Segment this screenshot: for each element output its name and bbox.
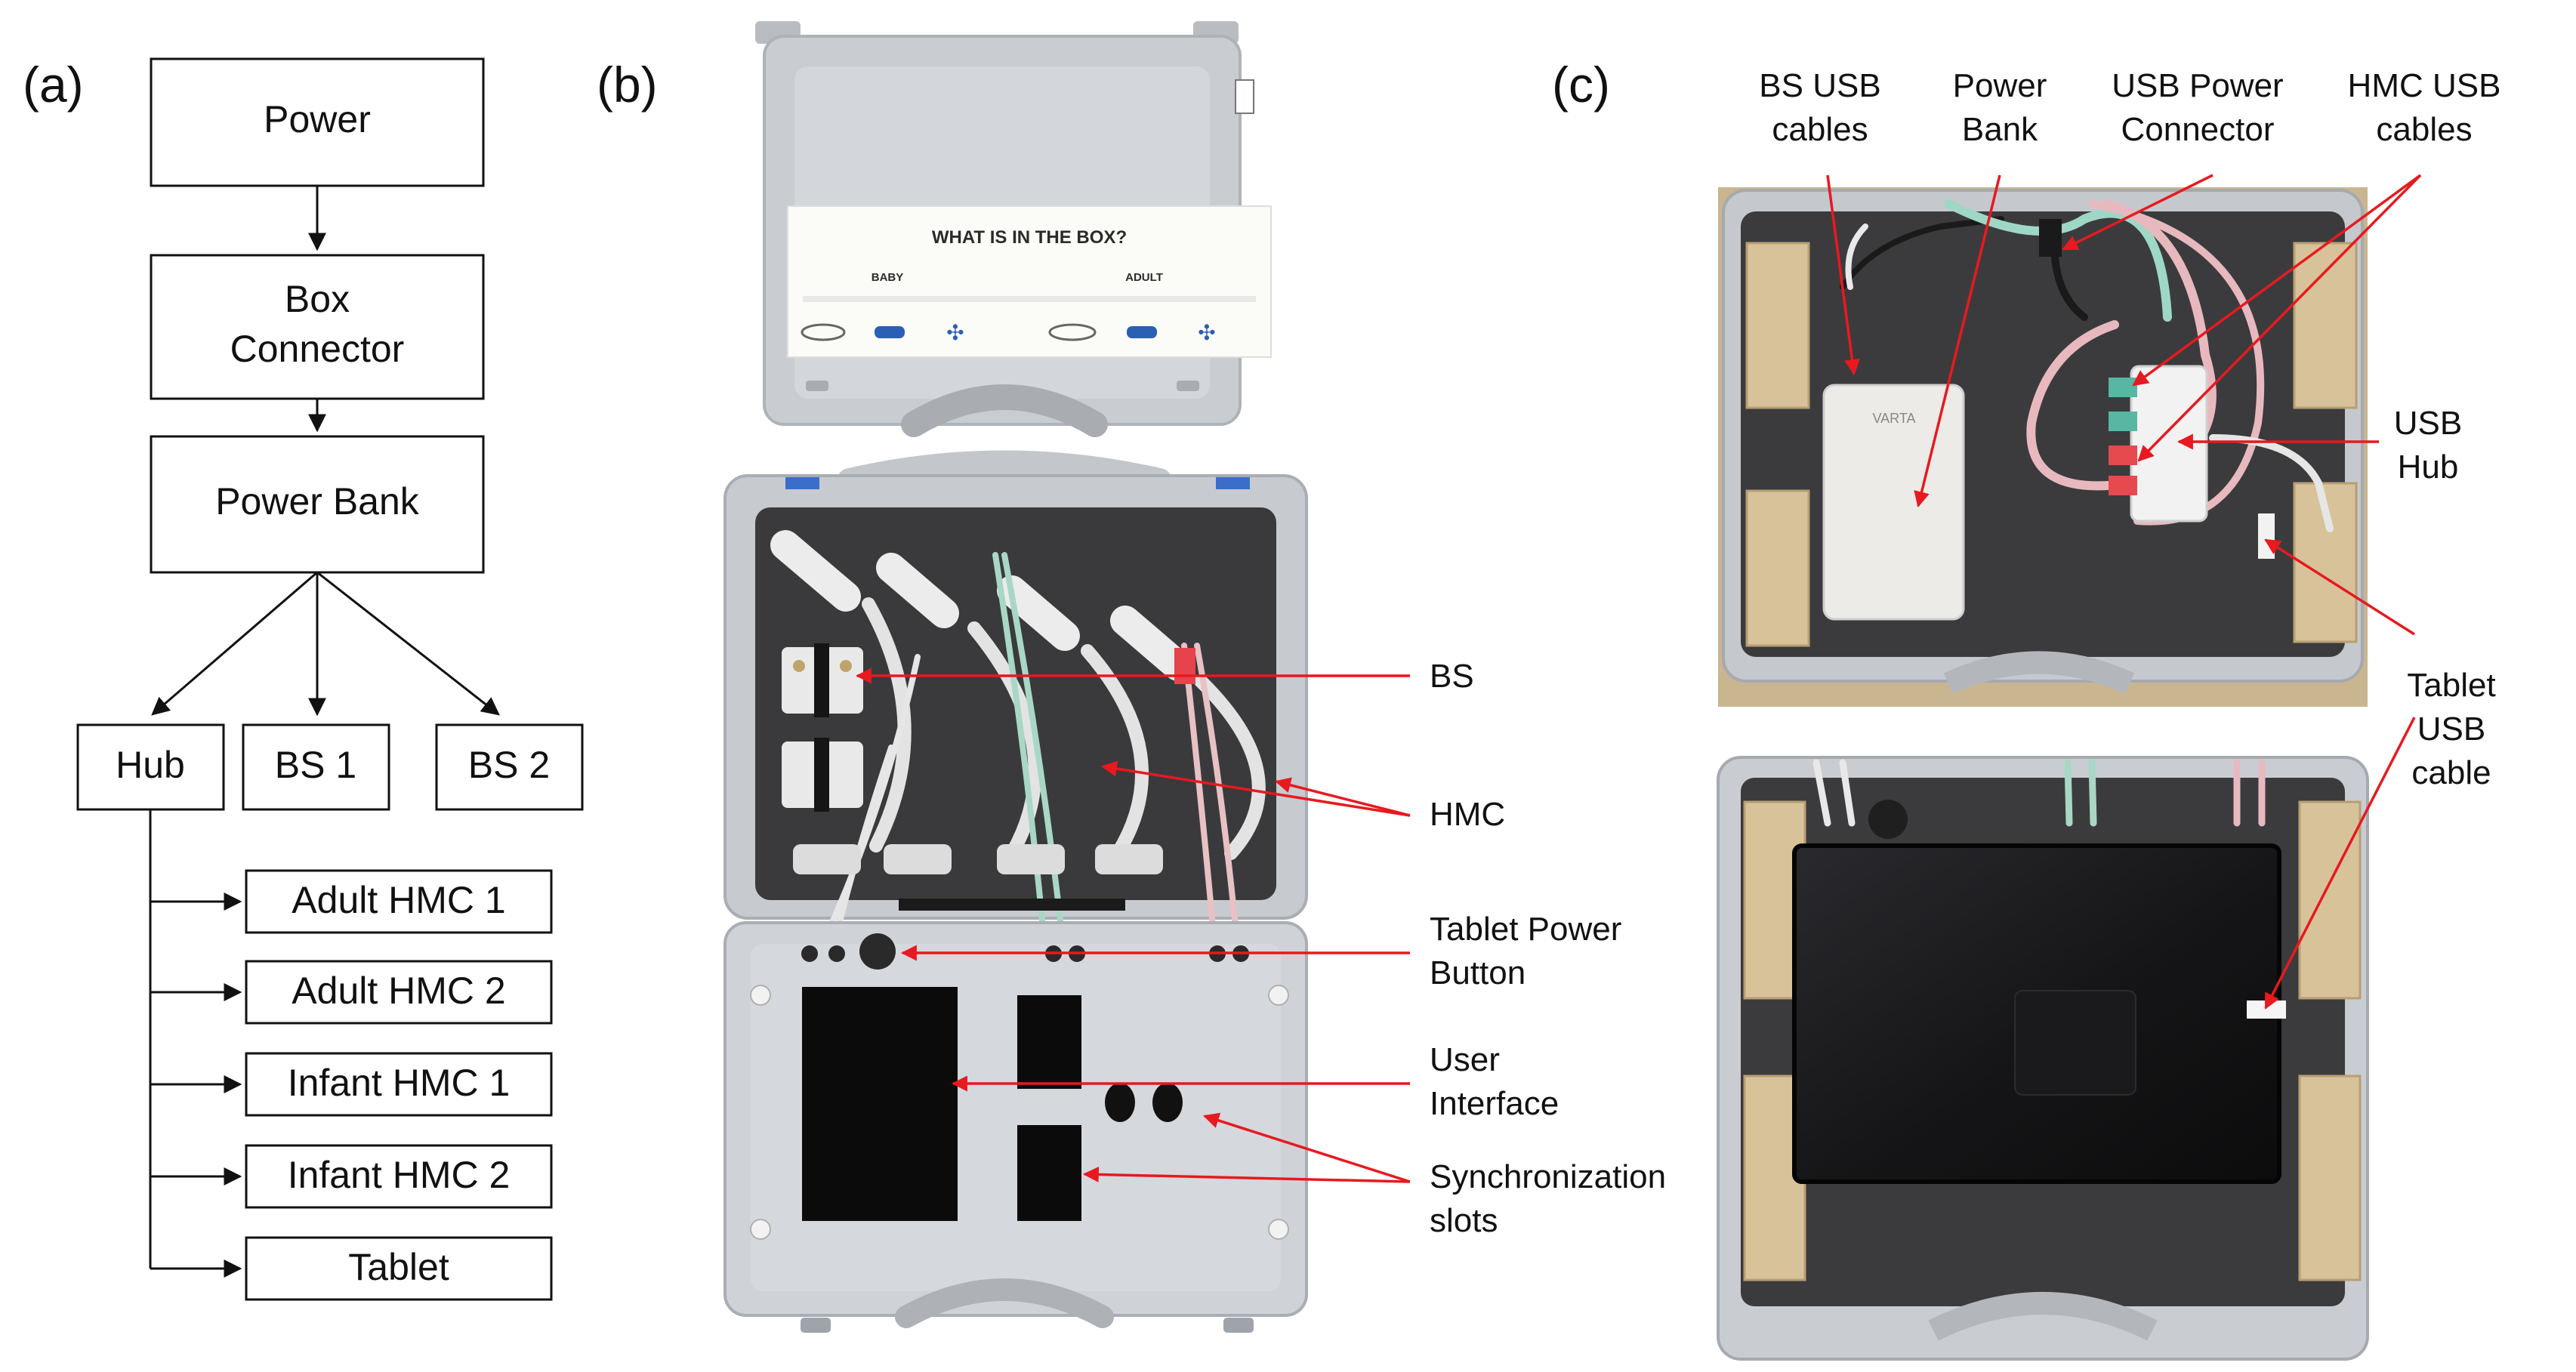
label-hmc: HMC (1430, 796, 1505, 833)
node-hub-label: Hub (116, 744, 185, 786)
node-power: Power (150, 57, 485, 187)
label-usb-hub-1: USB (2394, 405, 2462, 442)
edge-powerbank-to-bs2 (316, 571, 500, 716)
node-adult-hmc2: Adult HMC 2 (245, 960, 553, 1025)
tablet-screen-window (802, 987, 958, 1221)
label-bs-usb-1: BS USB (1759, 67, 1880, 104)
usb-hub (2130, 365, 2208, 523)
panel-c-letter: (c) (1552, 57, 1610, 113)
svg-text:✣: ✣ (946, 320, 964, 345)
callout-sync-arrow-1 (1202, 1112, 1411, 1183)
panel-b-photo: (b) WHAT IS IN THE BOX? BABY ADULT ✣ ✣ (597, 21, 1666, 1333)
lid-sticker-title: WHAT IS IN THE BOX? (932, 227, 1127, 248)
label-tablet-usb-1: Tablet (2407, 667, 2495, 704)
callout-bs-usb-arrow (1826, 174, 1860, 376)
case-interior-bottom (1717, 756, 2369, 1361)
label-usb-power-2: Connector (2121, 111, 2274, 148)
callout-tablet-usb-arrow-1 (2264, 538, 2415, 636)
callout-hmc-usb-arrow-1 (2132, 174, 2422, 387)
node-infant-hmc1-label: Infant HMC 1 (288, 1062, 511, 1104)
panel-c-callouts (1826, 174, 2422, 1010)
node-box-connector-label-1: Box (285, 278, 350, 320)
node-power-label: Power (264, 98, 371, 140)
svg-text:✣: ✣ (1198, 320, 1215, 345)
label-tablet-power-2: Button (1430, 954, 1526, 991)
node-power-bank: Power Bank (150, 435, 485, 574)
callout-hmc-arrow-2 (1274, 777, 1411, 817)
power-bank (1822, 384, 1965, 621)
node-adult-hmc1: Adult HMC 1 (245, 869, 553, 934)
node-bs1: BS 1 (242, 723, 390, 811)
node-adult-hmc1-label: Adult HMC 1 (292, 879, 505, 921)
label-hmc-usb-2: cables (2376, 111, 2472, 148)
label-ui-2: Interface (1430, 1085, 1559, 1122)
panel-b-letter: (b) (597, 57, 658, 113)
label-usb-power-1: USB Power (2112, 67, 2283, 104)
case-open-panel-half (723, 921, 1308, 1333)
label-tablet-power-1: Tablet Power (1430, 911, 1621, 948)
lid-sticker-adult: ADULT (1125, 271, 1163, 284)
label-ui-1: User (1430, 1041, 1500, 1078)
node-box-connector-label-2: Connector (230, 328, 405, 370)
label-bs: BS (1430, 658, 1474, 695)
panel-a-letter: (a) (23, 57, 84, 113)
node-power-bank-label: Power Bank (215, 480, 420, 523)
node-infant-hmc2: Infant HMC 2 (245, 1144, 553, 1209)
power-bank-brand: VARTA (1872, 411, 1915, 426)
node-infant-hmc2-label: Infant HMC 2 (288, 1154, 511, 1196)
callout-hmc-usb-arrow-2 (2137, 174, 2422, 462)
node-infant-hmc1: Infant HMC 1 (245, 1052, 553, 1117)
panel-c-photo: (c) VARTA (1552, 57, 2501, 1361)
case-lid-closed: WHAT IS IN THE BOX? BABY ADULT ✣ ✣ (755, 21, 1272, 437)
panel-b-callouts (855, 668, 1411, 1183)
lid-sticker-baby: BABY (872, 271, 904, 284)
node-bs2-label: BS 2 (468, 744, 550, 786)
label-power-bank-2: Bank (1962, 111, 2038, 148)
node-adult-hmc2-label: Adult HMC 2 (292, 970, 505, 1012)
label-tablet-usb-3: cable (2411, 754, 2491, 791)
node-box-connector: Box Connector (150, 254, 485, 400)
lid-sticker: WHAT IS IN THE BOX? BABY ADULT ✣ ✣ (787, 205, 1272, 358)
callout-power-bank-arrow (1914, 174, 2001, 508)
label-sync-2: slots (1430, 1202, 1498, 1239)
label-sync-1: Synchronization (1430, 1158, 1666, 1195)
callout-hmc-arrow-1 (1100, 760, 1411, 817)
callout-usb-power-arrow (2062, 174, 2214, 251)
node-hub: Hub (76, 723, 225, 811)
node-bs2: BS 2 (435, 723, 584, 811)
label-power-bank-1: Power (1953, 67, 2047, 104)
node-tablet-label: Tablet (348, 1246, 449, 1288)
case-interior-top: VARTA (1718, 187, 2368, 707)
label-bs-usb-2: cables (1772, 111, 1868, 148)
label-tablet-usb-2: USB (2417, 711, 2485, 748)
label-hmc-usb-1: HMC USB (2348, 67, 2501, 104)
edge-powerbank-to-hub (151, 571, 318, 716)
node-tablet: Tablet (245, 1236, 553, 1301)
callout-sync-arrow-2 (1082, 1166, 1411, 1183)
label-usb-hub-2: Hub (2398, 449, 2459, 486)
panel-a-flowchart: (a) Power Box Connector Power Bank Hub B… (23, 57, 584, 1301)
callout-tablet-usb-arrow-2 (2264, 717, 2416, 1010)
node-bs1-label: BS 1 (275, 744, 356, 786)
case-open-foam-half (723, 450, 1308, 962)
